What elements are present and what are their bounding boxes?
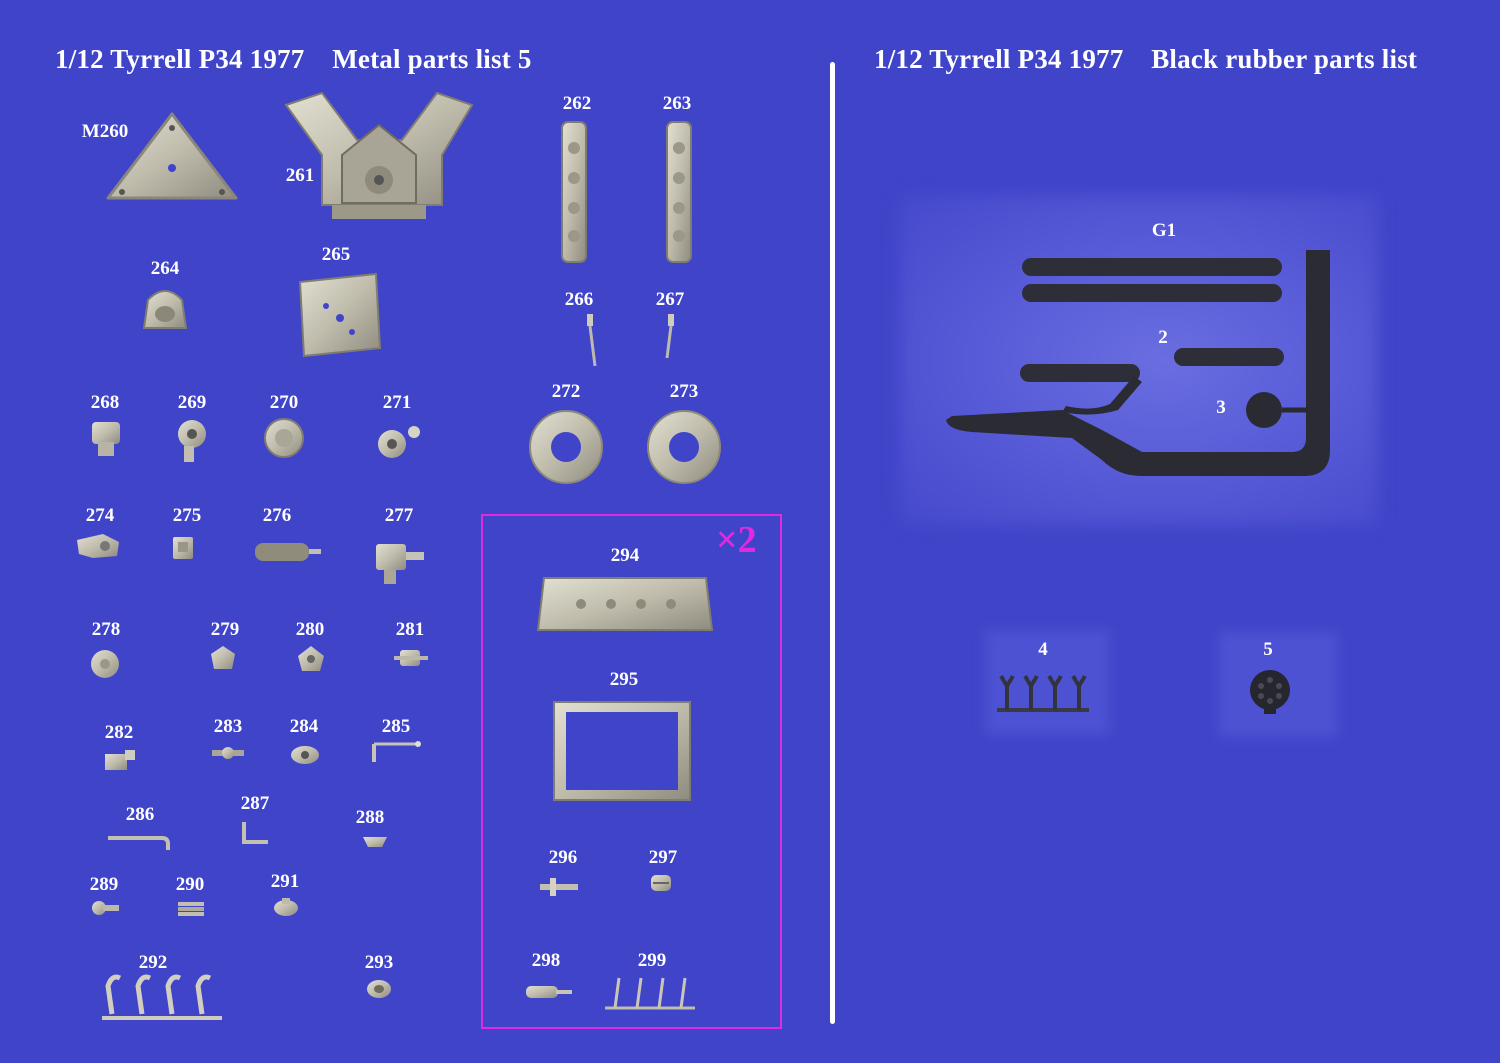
part-263-cam-cover [657,118,699,266]
part-label-270: 270 [269,392,299,413]
part-276-cylinder [253,540,323,564]
part-label-g1: G1 [1151,220,1177,241]
part-277 [370,538,428,586]
part-label-283: 283 [213,716,243,737]
part-label-289: 289 [89,874,119,895]
part-284 [286,742,324,768]
part-label-284: 284 [289,716,319,737]
part-261-engine-block [282,85,476,225]
part-260-triangle-plate [104,110,240,206]
part-269 [170,416,214,464]
part-282 [103,748,137,772]
part-label-260: M260 [81,121,129,142]
part-297 [649,873,673,893]
rubber-parts-title: 1/12 Tyrrell P34 1977 Black rubber parts… [874,44,1418,74]
part-296 [538,876,580,898]
part-264 [138,284,192,332]
part-293 [364,978,394,1000]
part-label-279: 279 [210,619,240,640]
part-label-277: 277 [384,505,414,526]
part-label-272: 272 [551,381,581,402]
part-266-rod [583,312,603,370]
part-285-bracket [368,738,424,766]
part-label-282: 282 [104,722,134,743]
part-288 [360,834,390,850]
part-label-274: 274 [85,505,115,526]
part-289 [89,898,121,918]
part-275 [170,534,196,562]
part-281 [394,646,428,670]
part-280 [294,644,328,674]
part-279 [208,644,238,672]
part-267-rod [660,312,680,362]
part-label-4: 4 [1038,639,1048,660]
part-291 [270,896,302,918]
set-of-two-frame [481,514,782,1029]
part-label-276: 276 [262,505,292,526]
part-label-288: 288 [355,807,385,828]
part-label-286: 286 [125,804,155,825]
part-label-290: 290 [175,874,205,895]
part-268 [88,418,124,458]
part-label-271: 271 [382,392,412,413]
part-292-exhaust-pipes [98,970,226,1024]
part-label-266: 266 [564,289,594,310]
part-label-293: 293 [364,952,394,973]
part-label-296: 296 [548,847,578,868]
part-label-269: 269 [177,392,207,413]
part-273-brake-disc [645,409,723,485]
part-295-frame [550,698,694,804]
quantity-multiplier: ×2 [716,519,757,561]
part-272-brake-disc [527,409,605,485]
part-label-5: 5 [1263,639,1273,660]
part-290 [176,900,206,918]
part-label-265: 265 [321,244,351,265]
part-label-287: 287 [240,793,270,814]
part-265-plate [290,268,386,360]
part-label-297: 297 [648,847,678,868]
part-label-285: 285 [381,716,411,737]
part-262-cam-cover [552,118,594,266]
part-label-275: 275 [172,505,202,526]
part-label-291: 291 [270,871,300,892]
part-label-273: 273 [669,381,699,402]
metal-parts-title: 1/12 Tyrrell P34 1977 Metal parts list 5 [55,44,532,74]
part-label-278: 278 [91,619,121,640]
part-287-pipe [238,820,272,850]
part-label-294: 294 [610,545,640,566]
part-274 [73,530,123,562]
part-283 [208,742,248,764]
part-label-263: 263 [662,93,692,114]
part-298 [522,982,574,1002]
part-label-3: 3 [1216,397,1226,418]
part-4-rubber-runner [995,668,1091,716]
part-5-rubber-grommet [1248,668,1292,716]
part-label-267: 267 [655,289,685,310]
part-label-261: 261 [285,165,315,186]
part-271 [366,422,422,464]
part-label-262: 262 [562,93,592,114]
part-label-299: 299 [637,950,667,971]
part-label-295: 295 [609,669,639,690]
part-g1-rubber-hose-sprue [942,240,1342,500]
part-278 [89,646,125,680]
section-divider [830,62,835,1024]
part-270 [261,416,307,460]
part-label-280: 280 [295,619,325,640]
part-label-298: 298 [531,950,561,971]
part-299-runner [603,970,697,1014]
part-label-268: 268 [90,392,120,413]
part-286-pipe [106,830,174,852]
part-label-281: 281 [395,619,425,640]
part-294-ford-cam-cover [536,572,714,636]
part-label-292: 292 [138,952,168,973]
part-label-264: 264 [150,258,180,279]
part-label-2: 2 [1158,327,1168,348]
